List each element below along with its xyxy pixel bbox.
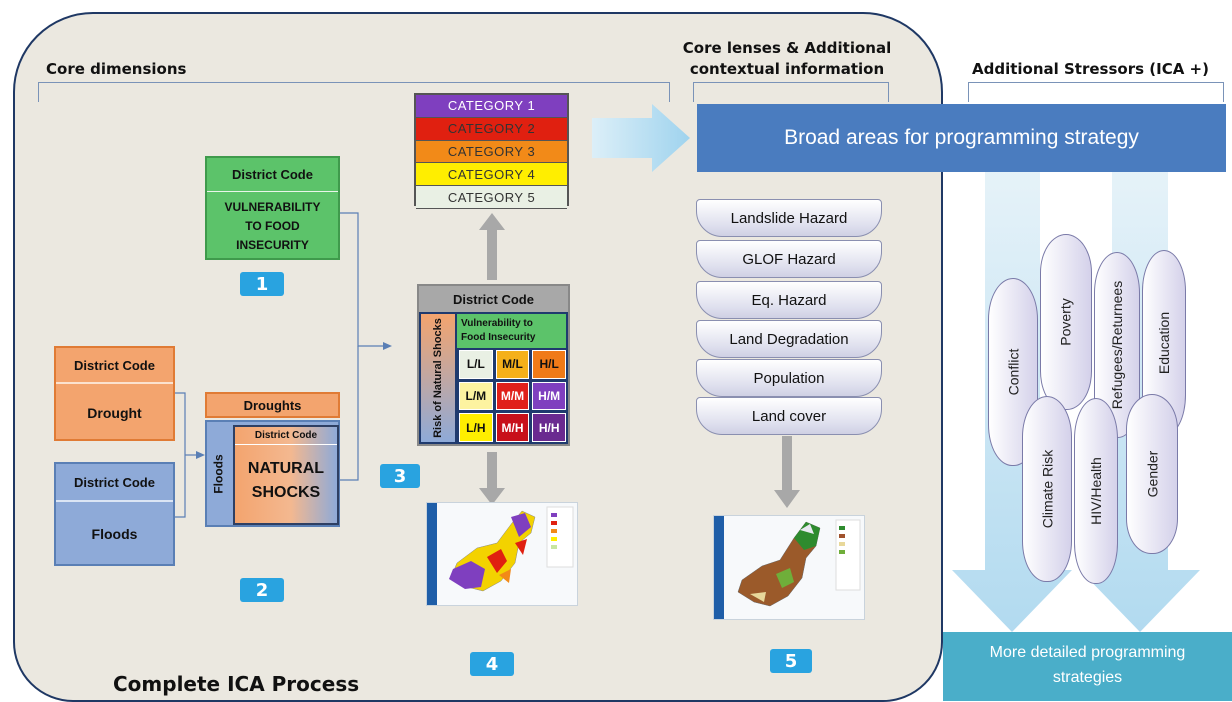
stressor-poverty-label: Poverty (1058, 298, 1074, 346)
shocks-district-code: District Code (235, 427, 337, 445)
core-lenses-header-line2: contextual information (689, 60, 885, 78)
stressor-gender-label: Gender (1143, 450, 1160, 498)
matrix-cell: H/H (532, 413, 566, 442)
matrix-cell: H/M (532, 381, 566, 411)
drought-box: District Code Drought (54, 346, 175, 441)
step-badge-2: 2 (240, 578, 284, 602)
stressor-conflict-label: Conflict (1005, 348, 1021, 396)
grey-arrow-down-lenses (774, 436, 800, 508)
core-lenses-header-line1: Core lenses & Additional (682, 39, 892, 57)
matrix-cell: H/L (532, 350, 566, 379)
matrix-vulnerability-label: Vulnerability to Food Insecurity (457, 314, 566, 348)
stressor-poverty: Poverty (1040, 234, 1092, 410)
step-badge-4: 4 (470, 652, 514, 676)
core-dimensions-bracket (38, 82, 670, 102)
category-row: CATEGORY 1 (416, 95, 567, 118)
matrix-cell: M/L (495, 350, 530, 379)
matrix-cell: M/M (495, 381, 530, 411)
step-badge-5: 5 (770, 649, 812, 673)
droughts-label: Droughts (205, 392, 340, 418)
natural-shocks-title: NATURAL SHOCKS (235, 457, 337, 505)
category-row: CATEGORY 3 (416, 140, 567, 164)
broad-areas-banner: Broad areas for programming strategy (697, 104, 1226, 172)
natural-shocks-box: Floods District Code NATURAL SHOCKS (205, 420, 340, 527)
more-detailed-box: More detailed programming strategies (943, 632, 1232, 701)
additional-stressors-bracket (968, 82, 1224, 102)
floods-side-label: Floods (207, 422, 231, 525)
matrix-cell: L/M (459, 381, 493, 411)
matrix-box: District Code Risk of Natural Shocks Vul… (417, 284, 570, 446)
additional-stressors-header: Additional Stressors (ICA +) (972, 60, 1209, 78)
step-badge-3: 3 (380, 464, 420, 488)
map-5-graphic (714, 516, 861, 619)
panel-title: Complete ICA Process (113, 672, 360, 696)
floods-title: Floods (91, 526, 138, 542)
stressor-hiv-health-label: HIV/Health (1088, 457, 1105, 525)
matrix-vuln-line1: Vulnerability to (461, 318, 533, 329)
category-row: CATEGORY 2 (416, 117, 567, 141)
core-lenses-header: Core lenses & Additional contextual info… (678, 38, 896, 80)
matrix-risk-text: Risk of Natural Shocks (432, 318, 445, 438)
floods-side-text: Floods (212, 453, 227, 494)
lens-item: Population (696, 359, 882, 397)
natural-shocks-title-line1: NATURAL (247, 460, 325, 477)
lens-item: GLOF Hazard (696, 240, 882, 278)
core-lenses-bracket (693, 82, 889, 102)
step-badge-1: 1 (240, 272, 284, 296)
vulnerability-title-line2: TO FOOD (245, 219, 300, 233)
vulnerability-district-code: District Code (207, 158, 338, 192)
matrix-cell: L/L (459, 350, 493, 379)
category-row: CATEGORY 5 (416, 186, 567, 209)
drought-district-code: District Code (56, 348, 173, 384)
lens-item: Land cover (696, 397, 882, 435)
matrix-district-code: District Code (419, 286, 568, 312)
vulnerability-box: District Code VULNERABILITY TO FOOD INSE… (205, 156, 340, 260)
grey-arrow-up (479, 213, 505, 280)
stressor-climate-risk: Climate Risk (1022, 396, 1072, 582)
lens-item: Land Degradation (696, 320, 882, 358)
matrix-vuln-line2: Food Insecurity (461, 332, 536, 343)
matrix-cell: L/H (459, 413, 493, 442)
stressor-hiv-health: HIV/Health (1074, 398, 1118, 584)
more-detailed-line1: More detailed programming (989, 644, 1186, 661)
floods-box: District Code Floods (54, 462, 175, 566)
lens-item: Landslide Hazard (696, 199, 882, 237)
map-4-graphic (427, 503, 574, 605)
vulnerability-title-line3: INSECURITY (236, 238, 309, 252)
lens-item: Eq. Hazard (696, 281, 882, 319)
core-dimensions-label: Core dimensions (46, 60, 187, 78)
banner-arrow (592, 104, 690, 172)
map-vulnerability-categories (426, 502, 578, 606)
stressor-gender: Gender (1126, 394, 1178, 554)
stressor-climate-risk-label: Climate Risk (1039, 449, 1056, 529)
stressor-education-label: Education (1156, 311, 1172, 375)
floods-district-code: District Code (56, 464, 173, 502)
category-row: CATEGORY 4 (416, 163, 567, 187)
natural-shocks-title-line2: SHOCKS (251, 484, 321, 501)
vulnerability-title: VULNERABILITY TO FOOD INSECURITY (207, 198, 338, 255)
more-detailed-line2: strategies (1052, 669, 1123, 686)
matrix-cell: M/H (495, 413, 530, 442)
matrix-risk-label: Risk of Natural Shocks (421, 314, 455, 442)
stressor-refugees-label: Refugees/Returnees (1109, 280, 1126, 410)
drought-title: Drought (87, 404, 142, 421)
vulnerability-title-line1: VULNERABILITY (224, 200, 321, 214)
map-land-cover (713, 515, 865, 620)
grey-arrow-down-matrix (479, 452, 505, 505)
natural-shocks-inner: District Code NATURAL SHOCKS (233, 425, 339, 525)
